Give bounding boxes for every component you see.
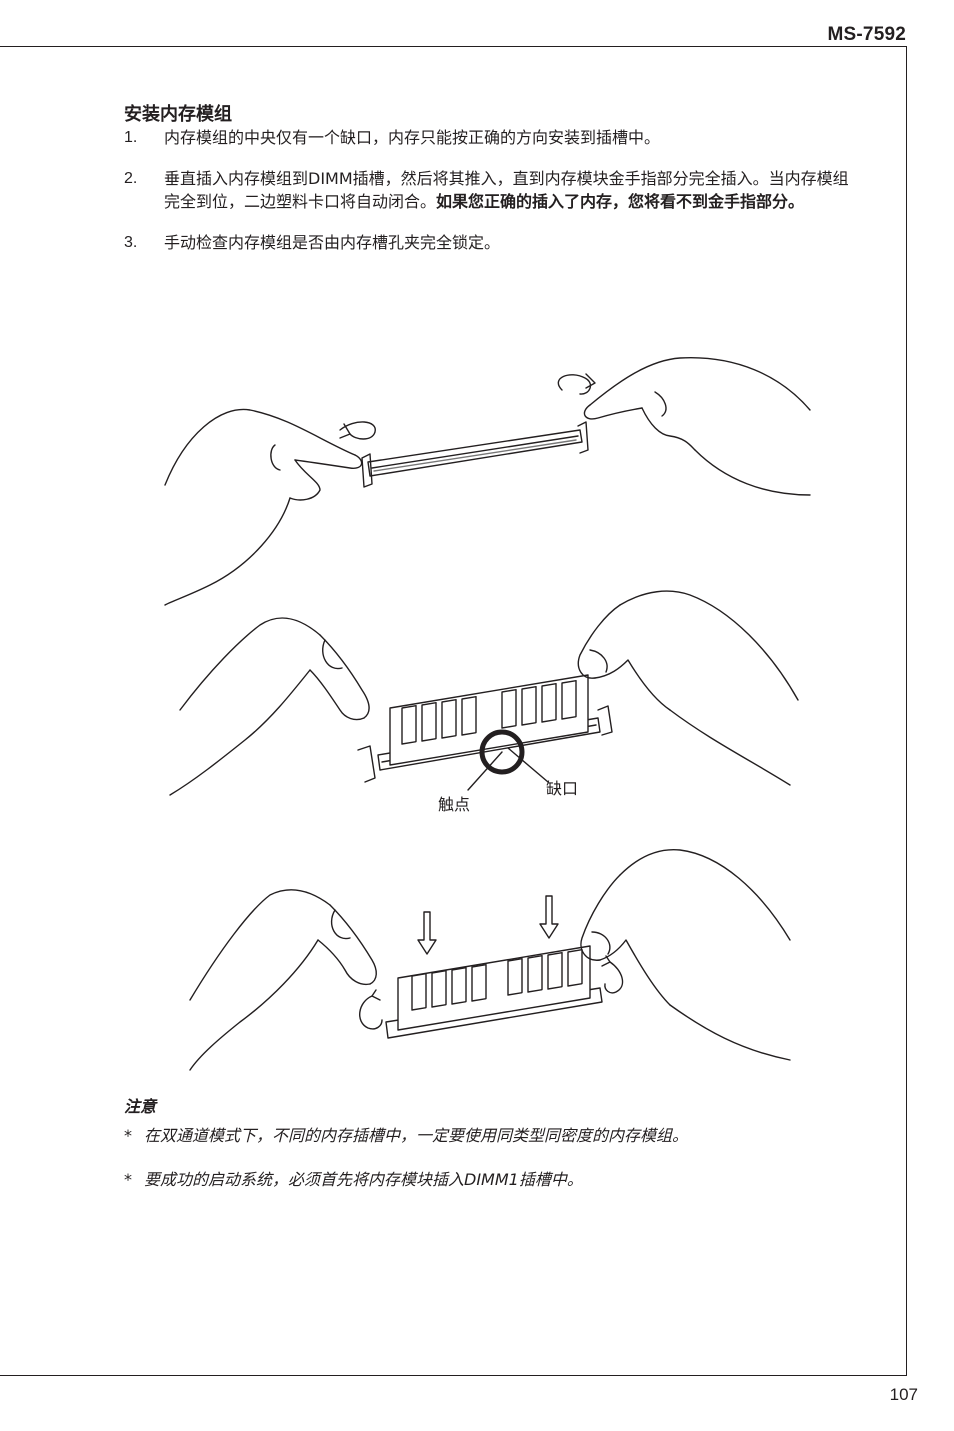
rotate-arrow-icon (359, 995, 383, 1030)
footer-rule (0, 1375, 906, 1376)
step-item: 2. 垂直插入内存模组到DIMM插槽，然后将其推入，直到内存模块金手指部分完全插… (124, 167, 854, 213)
note-text: 在双通道模式下，不同的内存插槽中，一定要使用同类型同密度的内存模组。 (144, 1126, 689, 1145)
step-emphasis: 如果您正确的插入了内存，您将看不到金手指部分。 (436, 192, 805, 211)
section-title: 安装内存模组 (124, 104, 232, 125)
memory-installation-illustration: 缺口 触点 (150, 350, 820, 1080)
note-text: 要成功的启动系统，必须首先将内存模块插入DIMM1插槽中。 (144, 1170, 583, 1189)
step-item: 1. 内存模组的中央仅有一个缺口，内存只能按正确的方向安装到插槽中。 (124, 126, 854, 149)
page-number: 107 (889, 1385, 918, 1404)
note-item: * 在双通道模式下，不同的内存插槽中，一定要使用同类型同密度的内存模组。 (124, 1125, 864, 1147)
down-arrow-icon (417, 911, 437, 955)
notes-title: 注意 (124, 1097, 157, 1116)
rotate-arrow-icon (339, 421, 376, 440)
panel-press-module (189, 848, 791, 1071)
note-bullet: * (124, 1170, 132, 1189)
notch-highlight-circle (479, 729, 525, 775)
notch-callout: 缺口 (546, 779, 578, 798)
model-number: MS-7592 (827, 24, 906, 45)
contact-callout: 触点 (438, 795, 470, 814)
page-edge-rule (906, 46, 907, 1376)
step-text: 垂直插入内存模组到DIMM插槽，然后将其推入，直到内存模块金手指部分完全插入。当… (164, 169, 849, 211)
note-item: * 要成功的启动系统，必须首先将内存模块插入DIMM1插槽中。 (124, 1169, 864, 1191)
panel-open-slot (164, 357, 811, 606)
rotate-arrow-icon (604, 961, 624, 994)
step-number: 3. (124, 234, 138, 251)
step-item: 3. 手动检查内存模组是否由内存槽孔夹完全锁定。 (124, 231, 854, 254)
step-number: 1. (124, 129, 138, 146)
down-arrow-icon (539, 895, 559, 939)
step-text: 手动检查内存模组是否由内存槽孔夹完全锁定。 (164, 233, 501, 252)
note-bullet: * (124, 1126, 132, 1145)
installation-steps: 1. 内存模组的中央仅有一个缺口，内存只能按正确的方向安装到插槽中。 2. 垂直… (124, 126, 854, 272)
panel-align-module (169, 590, 799, 796)
step-number: 2. (124, 170, 138, 187)
notes-list: * 在双通道模式下，不同的内存插槽中，一定要使用同类型同密度的内存模组。 * 要… (124, 1125, 864, 1213)
rotate-arrow-icon (557, 374, 592, 395)
header-rule (0, 46, 906, 47)
step-text: 内存模组的中央仅有一个缺口，内存只能按正确的方向安装到插槽中。 (164, 128, 661, 147)
